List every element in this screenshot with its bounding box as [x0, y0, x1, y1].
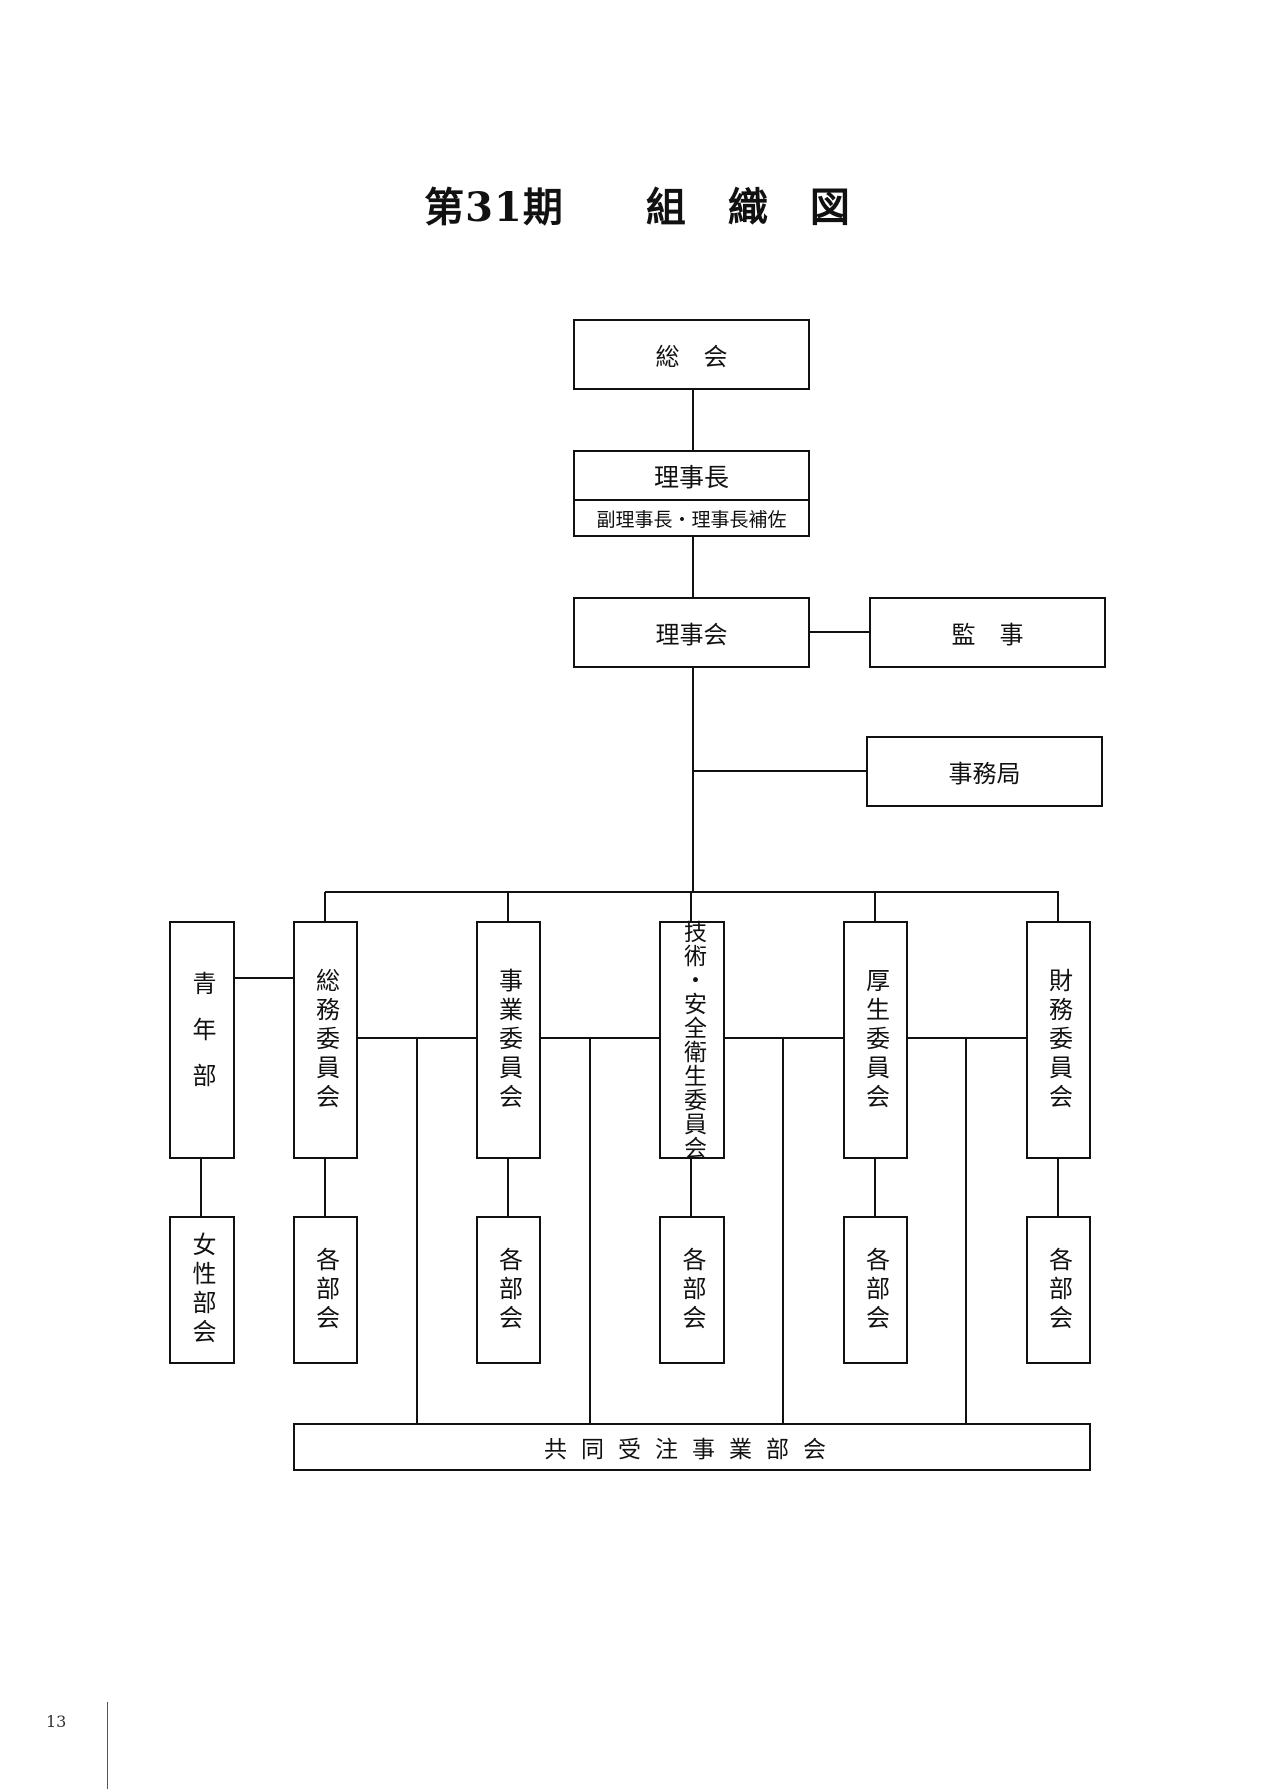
general-affairs-committee-box: 総務委員会: [293, 921, 358, 1159]
sub-committee-box: 各部会: [1026, 1216, 1091, 1364]
business-committee-box: 事業委員会: [476, 921, 541, 1159]
board-label: 理事会: [655, 621, 728, 649]
secretariat-label: 事務局: [948, 760, 1021, 788]
auditor-box: 監 事: [869, 597, 1106, 668]
joint-orders-box: 共同受注事業部会: [293, 1423, 1091, 1471]
secretariat-box: 事務局: [866, 736, 1103, 807]
board-box: 理事会: [573, 597, 810, 668]
sub-committee-label: 各部会: [678, 1246, 706, 1334]
safety-committee-label: 技術・安全衛生委員会: [679, 920, 706, 1160]
auditor-label: 監 事: [951, 621, 1024, 649]
finance-committee-label: 財務委員会: [1044, 967, 1073, 1113]
youth-label: 青年部: [188, 971, 216, 1109]
joint-orders-label: 共同受注事業部会: [544, 1437, 840, 1463]
women-label: 女性部会: [188, 1232, 216, 1348]
vice-chairman-label: 副理事長・理事長補佐: [575, 499, 808, 535]
page-number: 13: [46, 1712, 67, 1731]
youth-box: 青年部: [169, 921, 235, 1159]
page-title: 第31期 組 織 図: [424, 184, 851, 231]
chairman-box: 理事長 副理事長・理事長補佐: [573, 450, 810, 537]
general-affairs-committee-label: 総務委員会: [311, 967, 340, 1113]
business-committee-label: 事業委員会: [494, 967, 523, 1113]
sub-committee-box: 各部会: [476, 1216, 541, 1364]
chairman-label: 理事長: [653, 462, 729, 492]
women-box: 女性部会: [169, 1216, 235, 1364]
safety-committee-box: 技術・安全衛生委員会: [659, 920, 725, 1160]
sub-committee-box: 各部会: [293, 1216, 358, 1364]
sub-committee-box: 各部会: [843, 1216, 908, 1364]
general-assembly-label: 総 会: [655, 343, 728, 371]
page-divider: [107, 1702, 108, 1789]
general-assembly-box: 総 会: [573, 319, 810, 390]
sub-committee-label: 各部会: [494, 1246, 523, 1334]
sub-committee-label: 各部会: [311, 1246, 340, 1334]
finance-committee-box: 財務委員会: [1026, 921, 1091, 1159]
sub-committee-label: 各部会: [861, 1246, 890, 1334]
sub-committee-box: 各部会: [659, 1216, 725, 1364]
sub-committee-label: 各部会: [1044, 1246, 1073, 1334]
welfare-committee-box: 厚生委員会: [843, 921, 908, 1159]
welfare-committee-label: 厚生委員会: [861, 967, 890, 1113]
